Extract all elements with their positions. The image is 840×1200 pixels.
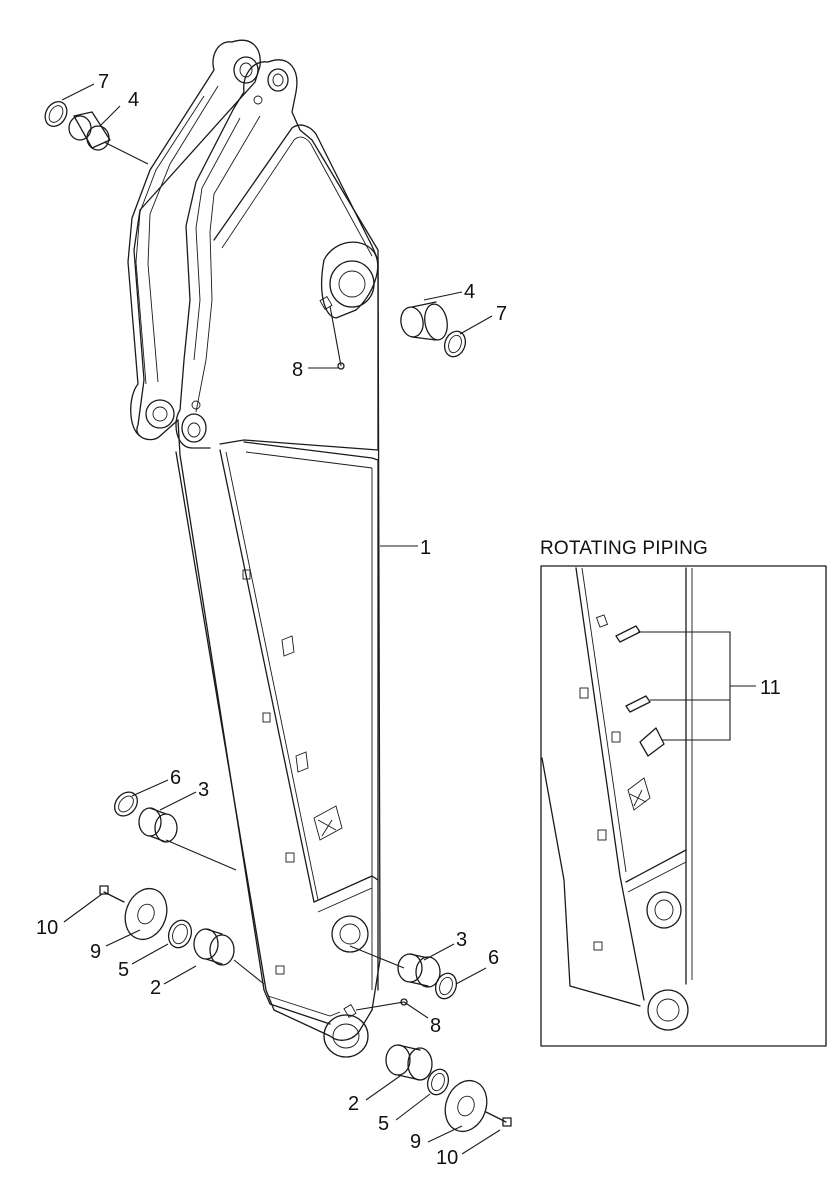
rotating-piping-inset: 11 [540,565,827,1047]
callout-4: 4 [128,89,139,111]
callout-9: 9 [90,941,101,963]
callout-10: 10 [436,1147,458,1169]
callout-7: 7 [98,71,109,93]
callout-1: 1 [420,537,431,559]
inset-frame [540,565,827,1047]
leader-lines [61,83,501,1155]
callout-10: 10 [36,917,58,939]
callout-8: 8 [292,359,303,381]
callout-3: 3 [198,779,209,801]
callout-9: 9 [410,1131,421,1153]
callout-4: 4 [464,281,475,303]
callout-6: 6 [488,947,499,969]
inset-title: ROTATING PIPING [540,538,709,559]
callout-6: 6 [170,767,181,789]
callout-7: 7 [496,303,507,325]
callout-8: 8 [430,1015,441,1037]
callout-5: 5 [118,959,129,981]
callout-2: 2 [348,1093,359,1115]
callout-labels: 7 4 4 7 8 1 6 3 10 9 5 2 3 6 8 2 5 9 10 [36,71,507,1169]
callout-3: 3 [456,929,467,951]
callout-2: 2 [150,977,161,999]
arm-body [127,39,381,1058]
callout-5: 5 [378,1113,389,1135]
callout-11: 11 [760,677,781,699]
